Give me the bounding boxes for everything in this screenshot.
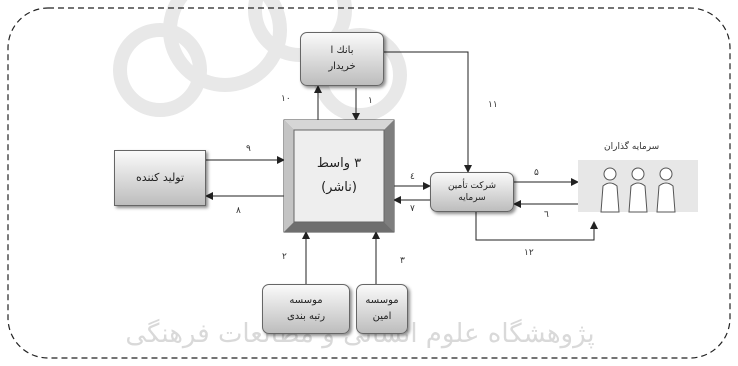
- edge-label-3: ۳: [400, 256, 405, 266]
- edge-label-7: ۷: [410, 204, 415, 214]
- edge-label-8: ۸: [236, 206, 241, 216]
- edge-label-11: ۱۱: [488, 100, 498, 110]
- broker-node: ۳ واسط (ناشر): [294, 130, 384, 222]
- rating-node-line2: رتبه بندی: [286, 311, 326, 322]
- edge-label-4: ٤: [410, 172, 415, 182]
- rating-node-line1: موسسه: [289, 295, 323, 306]
- bank-node-line1: بانك ا: [330, 45, 354, 56]
- producer-node: توليد كننده: [114, 150, 206, 206]
- edge-label-9: ۹: [246, 144, 251, 154]
- trustee-node-line2: امين: [372, 311, 392, 322]
- company-node-line1: شركت تأمين: [447, 181, 497, 191]
- trustee-node: موسسه امين: [356, 284, 408, 334]
- company-node: شركت تأمين سرمايه: [430, 172, 514, 212]
- broker-bevel: [283, 119, 395, 233]
- edge-label-1: ۱: [368, 96, 373, 106]
- boundary-outline: [7, 7, 731, 359]
- connectors: [205, 51, 598, 284]
- edge-label-6: ٦: [544, 210, 549, 220]
- broker-node-line1: ۳ واسط: [316, 156, 362, 171]
- trustee-node-line1: موسسه: [365, 295, 399, 306]
- investors-label: سرمايه گذاران: [604, 142, 660, 152]
- edge-label-5: ۵: [534, 168, 539, 178]
- bank-node: بانك ا خريدار: [300, 32, 384, 86]
- investors-group: [578, 160, 698, 213]
- edge-11: [384, 51, 472, 173]
- producer-node-label: توليد كننده: [135, 171, 185, 184]
- rating-node: موسسه رتبه بندی: [262, 284, 350, 334]
- edge-12: [475, 212, 598, 241]
- edge-label-12: ۱۲: [524, 248, 534, 258]
- broker-node-line2: (ناشر): [321, 180, 357, 195]
- bank-node-line2: خريدار: [328, 61, 356, 72]
- edge-label-2: ۲: [282, 252, 287, 262]
- company-node-line2: سرمايه: [458, 193, 486, 203]
- edge-label-10: ۱۰: [281, 94, 291, 104]
